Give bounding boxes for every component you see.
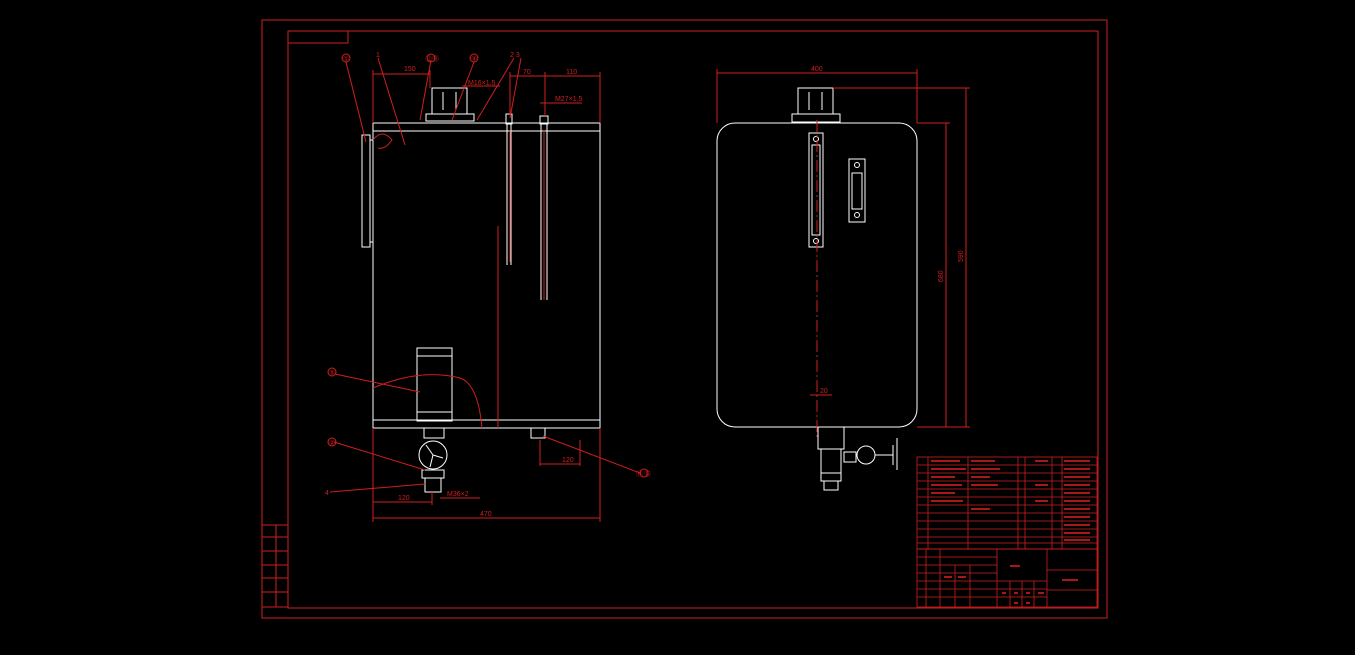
balloon-15: ⑮ (644, 470, 651, 478)
balloon-2-3: 2 3 (510, 52, 520, 59)
side-dimensions (716, 69, 970, 428)
leader-lines (329, 57, 641, 493)
balloon-14: ⑭ (636, 470, 643, 478)
parts-list-scribbles (931, 460, 1090, 541)
front-labels: ① 1 ⑫⑬ ④ 2 3 ⑤ ② 4 ⑭ ⑮ 150 70 110 M16×1.… (325, 52, 651, 518)
balloon-2: ② (329, 439, 335, 447)
dim-150: 150 (404, 66, 416, 73)
dim-590: 590 (958, 250, 965, 262)
balloon-circles (327, 53, 649, 478)
side-view: 400 680 590 20 (716, 66, 970, 491)
balloon-1: ① (343, 55, 349, 63)
parts-list-table (916, 456, 1098, 550)
side-labels: 400 680 590 20 (811, 66, 965, 395)
tank-internals (372, 130, 545, 429)
thread-m16: M16×1.5 (468, 80, 496, 87)
dim-470: 470 (480, 511, 492, 518)
front-view: ① 1 ⑫⑬ ④ 2 3 ⑤ ② 4 ⑭ ⑮ 150 70 110 M16×1.… (325, 52, 651, 522)
dim-70: 70 (523, 69, 531, 76)
balloon-5: ⑤ (329, 369, 335, 377)
dim-120-drain: 120 (562, 457, 574, 464)
title-block-scribbles (944, 565, 1078, 604)
balloon-4-top: ④ (471, 55, 477, 63)
dim-120-valve: 120 (398, 495, 410, 502)
tank-body (361, 87, 601, 493)
thread-m27: M27×1.5 (555, 96, 583, 103)
balloon-label-1: 1 (376, 52, 380, 59)
thread-m36: M36×2 (447, 491, 469, 498)
dim-110: 110 (566, 69, 577, 76)
front-dimensions (372, 70, 601, 522)
drawing-frame (261, 19, 1108, 619)
balloon-4: 4 (325, 490, 329, 497)
title-block (916, 548, 1098, 608)
dim-680: 680 (938, 270, 945, 282)
dim-20: 20 (820, 388, 828, 395)
balloon-12-13: ⑫⑬ (425, 55, 439, 63)
dim-400: 400 (811, 66, 823, 73)
